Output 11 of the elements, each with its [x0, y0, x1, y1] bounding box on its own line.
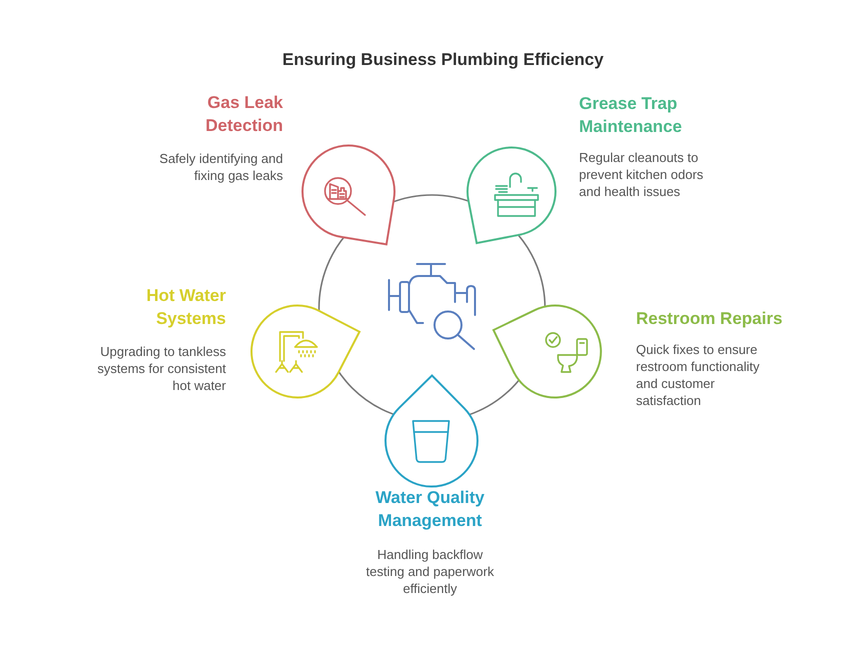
node-heading: Grease Trap Maintenance: [579, 93, 683, 138]
diagram-title: Ensuring Business Plumbing Efficiency: [282, 50, 604, 70]
node-description: Handling backflow testing and paperwork efficiently: [366, 546, 494, 597]
node-description: Quick fixes to ensure restroom functionality and customer satisfaction: [636, 341, 761, 409]
node-description: Upgrading to tankless systems for consistent hot water: [96, 343, 226, 394]
node-description: Regular cleanouts to prevent kitchen odors and health issues: [579, 149, 704, 200]
node-heading: Hot Water Systems: [145, 285, 226, 330]
node-heading: Restroom Repairs: [636, 308, 784, 330]
node-heading: Water Quality Management: [375, 486, 485, 532]
node-description: Safely identifying and fixing gas leaks: [158, 150, 283, 184]
node-heading: Gas Leak Detection: [204, 92, 283, 137]
